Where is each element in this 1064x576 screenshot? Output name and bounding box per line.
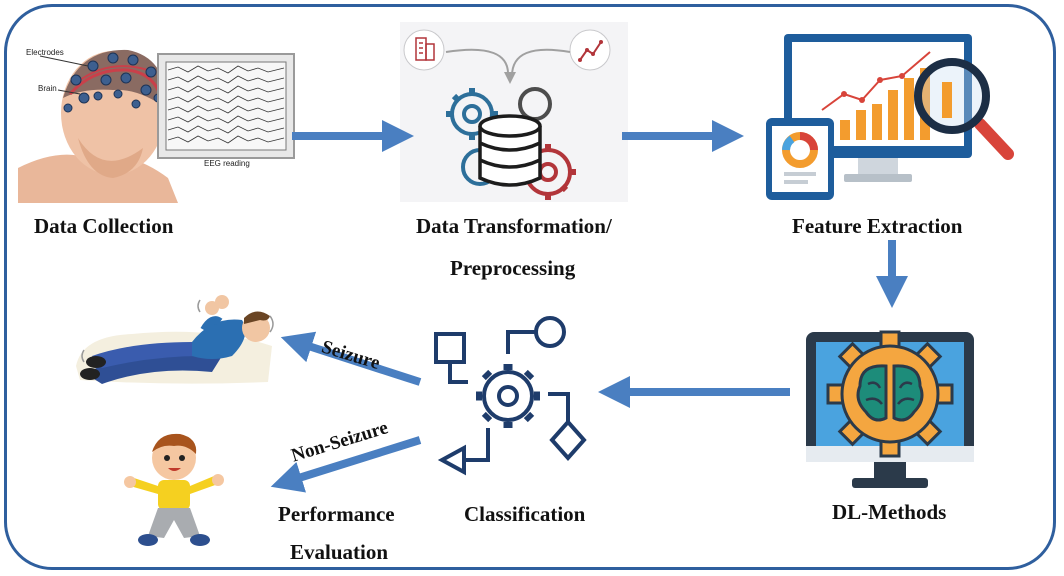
evaluation-label: Evaluation: [290, 540, 389, 564]
performance-label: Performance: [278, 502, 395, 526]
non-seizure-illustration: [124, 428, 224, 550]
eeg-illustration: Electrodes Brain EEG reading: [18, 28, 298, 203]
dl-methods-label: DL-Methods: [832, 500, 947, 524]
electrodes-label: Electrodes: [26, 48, 64, 57]
preprocessing-label: Preprocessing: [450, 256, 576, 280]
classification-illustration: [428, 312, 600, 482]
data-collection-label: Data Collection: [34, 214, 174, 238]
eeg-reading-label: EEG reading: [204, 159, 250, 168]
data-transformation-illustration: [400, 22, 628, 202]
seizure-illustration: [72, 286, 276, 386]
brain-label: Brain: [38, 84, 57, 93]
classification-label: Classification: [464, 502, 586, 526]
dl-methods-illustration: [800, 312, 980, 498]
feature-extraction-illustration: [762, 30, 1024, 210]
data-transformation-label: Data Transformation/: [416, 214, 612, 238]
feature-extraction-label: Feature Extraction: [792, 214, 963, 238]
